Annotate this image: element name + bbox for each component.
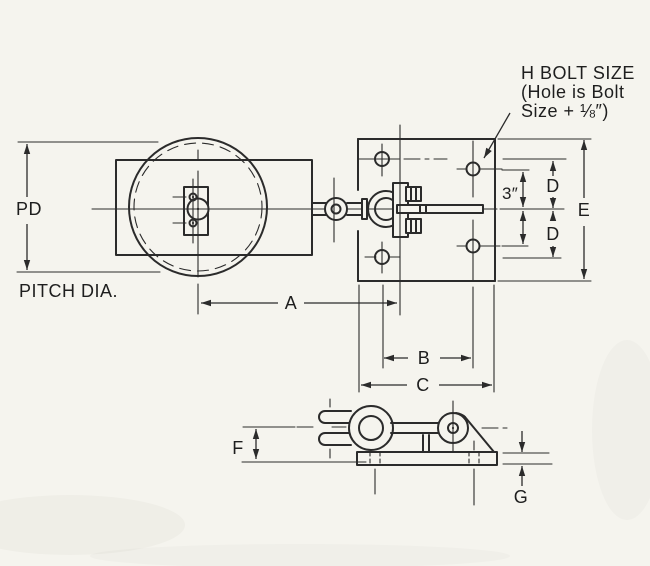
dim-d-lower-label: D bbox=[546, 224, 560, 244]
side-view: F G bbox=[232, 398, 553, 507]
mounting-plate bbox=[357, 124, 503, 316]
eye-ring bbox=[324, 197, 348, 221]
bracket-bolt-bottom bbox=[188, 218, 198, 228]
callout-line-1: H BOLT SIZE bbox=[521, 63, 635, 83]
front-view: H BOLT SIZE (Hole is Bolt Size + ⅛″) PD … bbox=[16, 63, 635, 395]
callout-line-3: Size + ⅛″) bbox=[521, 101, 609, 121]
dim-c: C bbox=[361, 375, 492, 395]
dim-pd: PD PITCH DIA. bbox=[16, 141, 161, 301]
dim-g-label: G bbox=[514, 487, 529, 507]
pulley-housing bbox=[115, 159, 313, 256]
dim-d-upper: D bbox=[546, 161, 560, 208]
dim-e: E bbox=[578, 140, 591, 279]
shackle-assembly bbox=[311, 177, 498, 243]
clamp-nut-bottom bbox=[405, 218, 422, 234]
right-extension-lines bbox=[497, 138, 592, 282]
threaded-rod bbox=[396, 204, 484, 214]
clevis-fork bbox=[318, 405, 440, 451]
callout-line-2: (Hole is Bolt bbox=[521, 82, 625, 102]
dim-a: A bbox=[201, 293, 397, 313]
callout-h-bolt-size: H BOLT SIZE (Hole is Bolt Size + ⅛″) bbox=[483, 63, 635, 159]
dim-f: F bbox=[232, 429, 367, 463]
pitch-dia-label: PITCH DIA. bbox=[19, 281, 118, 301]
dim-b: B bbox=[384, 348, 471, 368]
paper-texture bbox=[0, 340, 650, 566]
dim-f-label: F bbox=[232, 438, 244, 458]
base-plate-bar bbox=[356, 451, 498, 466]
dim-3in-label: 3″ bbox=[502, 184, 518, 203]
eye-lug-bracket bbox=[422, 400, 495, 457]
eye-hole bbox=[330, 203, 342, 215]
dim-e-label: E bbox=[578, 200, 591, 220]
callout-arrow bbox=[483, 112, 511, 159]
pd-label: PD bbox=[16, 199, 42, 219]
dim-g: G bbox=[502, 431, 553, 507]
link-end-cap bbox=[361, 198, 368, 220]
bracket-bolt-top bbox=[188, 192, 198, 202]
clamp-nut-top bbox=[405, 186, 422, 202]
pulley-block bbox=[91, 137, 401, 315]
dim-3in: 3″ bbox=[502, 172, 527, 244]
dim-b-label: B bbox=[418, 348, 431, 368]
gusset-edge bbox=[464, 416, 495, 453]
dim-c-label: C bbox=[416, 375, 430, 395]
dim-d-lower: D bbox=[546, 211, 560, 257]
shackle-bow-side bbox=[348, 405, 394, 451]
base-plate bbox=[356, 440, 498, 506]
dim-a-label: A bbox=[285, 293, 298, 313]
dim-d-upper-label: D bbox=[546, 176, 560, 196]
